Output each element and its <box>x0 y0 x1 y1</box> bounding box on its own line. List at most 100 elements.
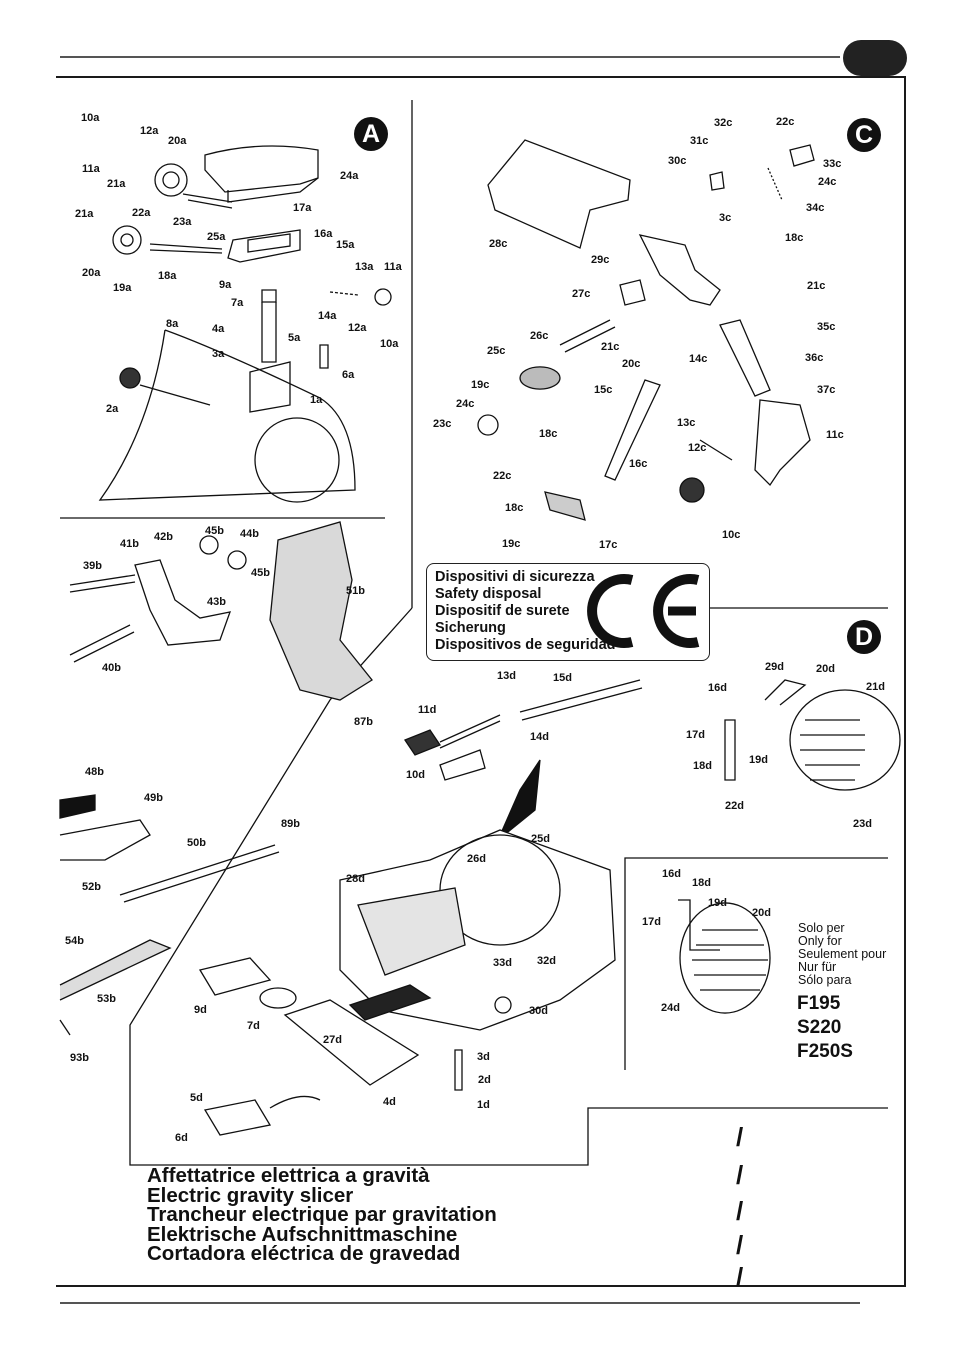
only-for-line: Only for <box>798 934 842 948</box>
part-label: 52b <box>82 881 101 893</box>
frame-bottom <box>56 1285 906 1287</box>
model-name: F250S <box>797 1041 853 1062</box>
part-label: 22c <box>776 116 795 128</box>
part-label: 18c <box>505 502 524 514</box>
part-label: 35c <box>817 321 836 333</box>
part-label: 20a <box>82 267 101 279</box>
part-label: 20d <box>752 907 771 919</box>
part-label: 25c <box>487 345 506 357</box>
part-label: 11a <box>384 261 402 273</box>
part-label: 37c <box>817 384 836 396</box>
part-label: 21c <box>807 280 826 292</box>
part-label: 17a <box>293 202 312 214</box>
part-label: 1d <box>477 1099 490 1111</box>
bottom-rule <box>60 1302 860 1304</box>
part-label: 16c <box>629 458 648 470</box>
part-label: 25d <box>531 833 550 845</box>
product-title-line: Cortadora eléctrica de gravedad <box>147 1242 461 1265</box>
part-label: 27d <box>323 1034 342 1046</box>
section-c-badge: C <box>847 118 881 152</box>
part-label: 6d <box>175 1132 188 1144</box>
part-label: 28c <box>489 238 508 250</box>
part-label: 13c <box>677 417 696 429</box>
part-label: 1a <box>310 394 323 406</box>
part-label: 49b <box>144 792 163 804</box>
part-label: 30c <box>668 155 687 167</box>
part-label: 45b <box>205 525 224 537</box>
part-label: 14d <box>530 731 549 743</box>
part-label: 26d <box>467 853 486 865</box>
part-label: 9a <box>219 279 232 291</box>
part-label: 42b <box>154 531 173 543</box>
part-label: 43b <box>207 596 226 608</box>
part-label: 24c <box>456 398 475 410</box>
slash-mark: / <box>736 1196 744 1226</box>
part-label: 7a <box>231 297 244 309</box>
part-label: 19a <box>113 282 132 294</box>
part-label: 19c <box>471 379 490 391</box>
part-label: 23d <box>853 818 872 830</box>
part-label: 32d <box>537 955 556 967</box>
product-title-block: Affettatrice elettrica a gravità Electri… <box>147 1166 497 1264</box>
part-label: 21c <box>601 341 620 353</box>
part-label: 10d <box>406 769 425 781</box>
part-label: 16d <box>662 868 681 880</box>
part-label: 24c <box>818 176 837 188</box>
part-label: 21a <box>107 178 126 190</box>
part-label: 11d <box>418 704 437 716</box>
part-label: 20d <box>816 663 835 675</box>
part-label: 39b <box>83 560 102 572</box>
part-label: 9d <box>194 1004 207 1016</box>
part-label: 15d <box>553 672 572 684</box>
part-label: 3a <box>212 348 225 360</box>
frame-right <box>904 76 906 1286</box>
part-label: 29d <box>765 661 784 673</box>
part-label: 17d <box>642 916 661 928</box>
product-title-line: Elektrische Aufschnittmaschine <box>147 1222 458 1246</box>
part-label: 2d <box>478 1074 491 1086</box>
part-label: 8a <box>166 318 179 330</box>
part-label: 22d <box>725 800 744 812</box>
slash-mark: / <box>736 1122 744 1152</box>
part-label: 26c <box>530 330 549 342</box>
part-label: 23c <box>433 418 452 430</box>
safety-line: Safety disposal <box>435 586 542 602</box>
product-title-line: Electric gravity slicer <box>147 1183 354 1207</box>
part-label: 6a <box>342 369 355 381</box>
part-label: 17c <box>599 539 618 551</box>
safety-line: Dispositif de surete <box>435 603 570 619</box>
part-label: 18d <box>693 760 712 772</box>
part-label: 12c <box>688 442 707 454</box>
part-label: 7d <box>247 1020 260 1032</box>
part-label: 14a <box>318 310 337 322</box>
part-label: 20c <box>622 358 641 370</box>
part-label: 23a <box>173 216 192 228</box>
slash-mark: / <box>736 1160 744 1190</box>
part-label: 4a <box>212 323 225 335</box>
part-label: 5d <box>190 1092 203 1104</box>
part-label: 50b <box>187 837 206 849</box>
part-label: 5a <box>288 332 301 344</box>
part-label: 21d <box>866 681 885 693</box>
part-label: 51b <box>346 585 365 597</box>
part-label: 22c <box>493 470 512 482</box>
part-label: 14c <box>689 353 708 365</box>
part-label: 89b <box>281 818 300 830</box>
part-label: 11a <box>82 163 100 175</box>
part-label: 18c <box>785 232 804 244</box>
part-label: 13d <box>497 670 516 682</box>
part-label: 25a <box>207 231 226 243</box>
part-label: 20a <box>168 135 187 147</box>
part-label: 3d <box>477 1051 490 1063</box>
slash-mark: / <box>736 1262 744 1292</box>
part-label: 22a <box>132 207 151 219</box>
part-label: 93b <box>70 1052 89 1064</box>
section-a-badge: A <box>354 117 388 151</box>
frame-top <box>56 76 906 78</box>
part-label: 31c <box>690 135 709 147</box>
part-label: 44b <box>240 528 259 540</box>
model-name: F195 <box>797 993 841 1014</box>
part-label: 54b <box>65 935 84 947</box>
part-label: 19d <box>749 754 768 766</box>
